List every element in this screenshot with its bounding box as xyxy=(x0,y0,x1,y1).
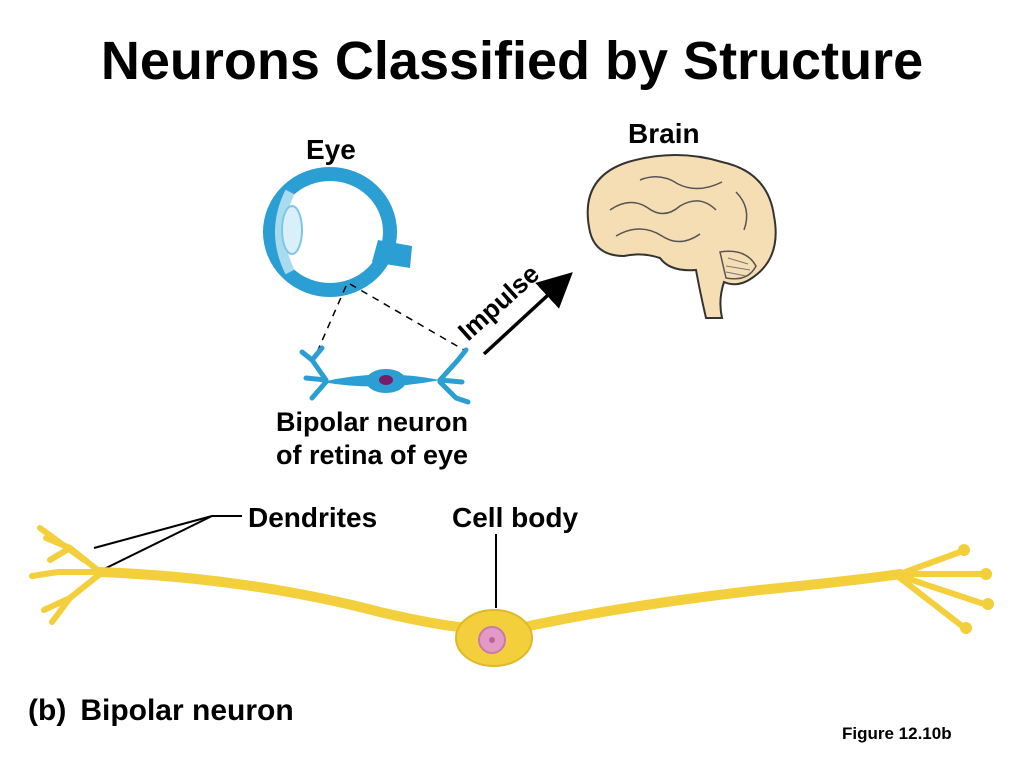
eye-zoom-line-left xyxy=(317,285,347,351)
eye-illustration xyxy=(263,167,412,297)
figure-caption: (b) Bipolar neuron xyxy=(28,694,294,728)
dendrites-pointer-lower xyxy=(97,515,213,573)
caption-text: Bipolar neuron xyxy=(80,694,294,727)
retina-label-line2: of retina of eye xyxy=(276,440,469,470)
large-bipolar-neuron xyxy=(29,525,994,667)
brain-illustration xyxy=(586,154,777,319)
dendrites-label: Dendrites xyxy=(248,502,378,533)
retina-bipolar-neuron xyxy=(299,345,471,405)
retina-neuron-label: Bipolar neuron of retina of eye xyxy=(276,406,536,472)
dendrites-pointer-upper xyxy=(93,515,213,549)
eye-zoom-line-right xyxy=(349,283,465,351)
impulse-label: Impulse xyxy=(452,258,545,346)
slide-title: Neurons Classified by Structure xyxy=(100,31,924,91)
cell-body-label: Cell body xyxy=(452,502,579,533)
eye-label: Eye xyxy=(306,134,356,165)
brain-label: Brain xyxy=(628,118,700,149)
caption-tag: (b) xyxy=(28,694,67,727)
figure-reference: Figure 12.10b xyxy=(842,724,952,743)
retina-label-line1: Bipolar neuron xyxy=(276,407,469,437)
impulse-arrow xyxy=(482,272,573,356)
